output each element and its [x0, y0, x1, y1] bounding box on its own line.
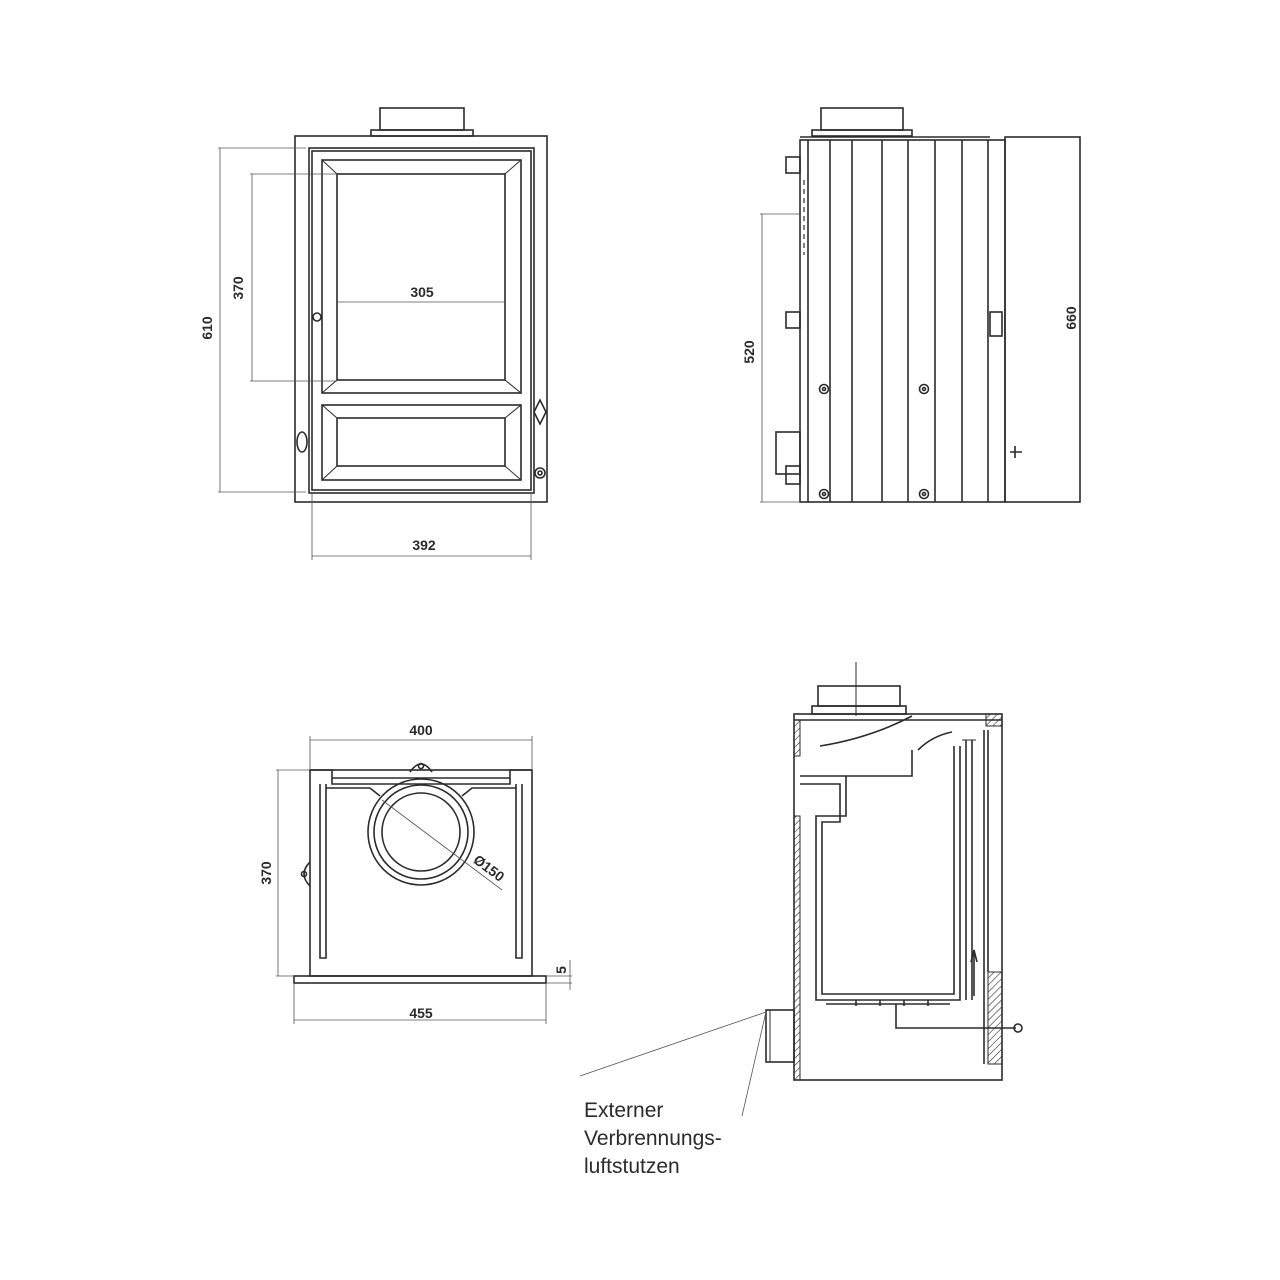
side-view: 520 660: [741, 107, 1081, 503]
dim-height-610: 610: [199, 316, 215, 340]
bolt-icon: [918, 488, 930, 500]
dim-height-520: 520: [741, 340, 757, 364]
flue-opening: [367, 778, 475, 886]
control-rod-knob-icon: [1013, 1023, 1023, 1033]
viewing-window: [321, 159, 522, 394]
diamond-handle-icon: [533, 398, 547, 426]
dim-offset-5: 5: [553, 966, 569, 974]
side-flue-collar: [811, 129, 913, 137]
external-air-inlet: [765, 1009, 795, 1063]
door-frame: [311, 150, 532, 491]
dim-window-width-305: 305: [410, 284, 434, 300]
dim-width-392: 392: [412, 537, 436, 553]
callout-line-2: Verbrennungs-: [584, 1127, 722, 1150]
callout-line-3: luftstutzen: [584, 1155, 680, 1178]
dim-height-660: 660: [1063, 306, 1079, 330]
side-rear-panel: [1004, 136, 1081, 503]
lower-panel: [321, 404, 522, 481]
flue-collar: [370, 129, 474, 137]
base-plate: [293, 975, 547, 984]
side-lug-icon: [303, 861, 311, 887]
section-view: Externer Verbrennungs- luftstutzen: [579, 662, 1023, 1178]
knob-icon: [534, 467, 546, 479]
section-flue-collar: [811, 705, 907, 715]
air-control-icon: [296, 431, 308, 453]
door-latch-icon: [312, 312, 322, 322]
dim-width-400: 400: [409, 722, 433, 738]
bolt-icon: [818, 383, 830, 395]
dim-depth-370: 370: [258, 861, 274, 885]
callout-line-1: Externer: [584, 1099, 663, 1122]
section-body-outline: [793, 713, 1003, 1081]
rear-handle-icon: [1010, 446, 1022, 458]
bolt-icon: [918, 383, 930, 395]
dim-width-455: 455: [409, 1005, 433, 1021]
dim-flue-diameter: Ø150: [471, 851, 508, 885]
stove-body-outline: [294, 135, 548, 503]
bolt-icon: [818, 488, 830, 500]
front-view: 610 370 305 392: [199, 107, 548, 560]
top-view: Ø150 400 370 5 455: [258, 722, 572, 1024]
dim-window-height-370: 370: [230, 276, 246, 300]
